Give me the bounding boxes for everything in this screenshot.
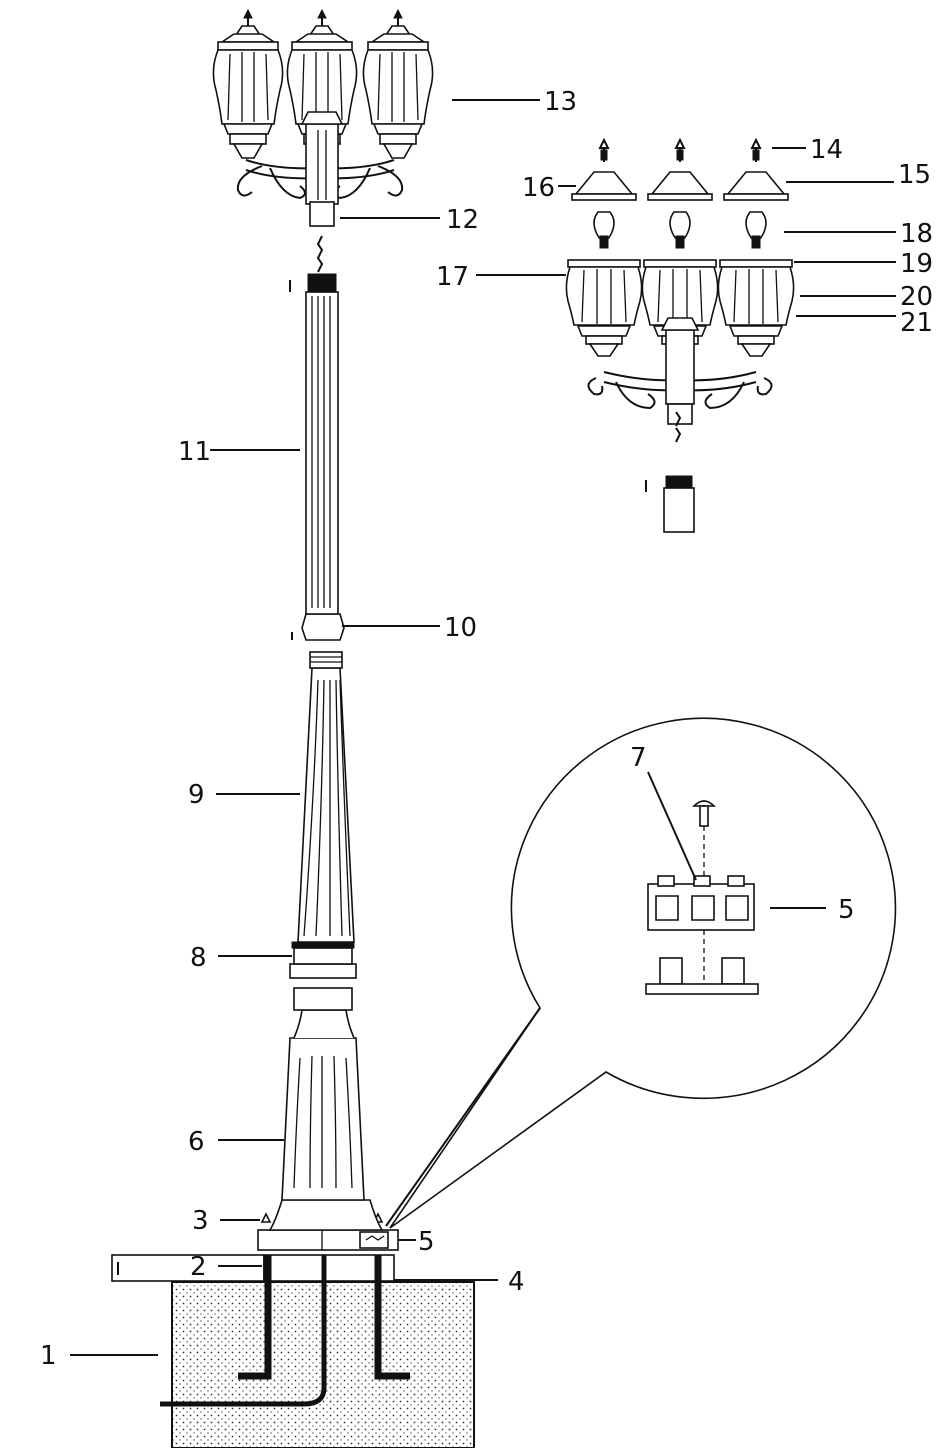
- callout-9: 9: [188, 780, 205, 810]
- callout-11: 11: [178, 437, 211, 467]
- callout-10: 10: [444, 613, 477, 643]
- ground-slab: [111, 1254, 498, 1282]
- callout-1: 1: [40, 1341, 57, 1371]
- callout-5-detail: 5: [838, 895, 855, 925]
- tapered-pole: [297, 651, 355, 943]
- callout-21: 21: [900, 308, 933, 338]
- leader-lines: [70, 99, 896, 1356]
- lamp-center-column: [300, 111, 344, 227]
- anchor-bolts: [160, 1255, 410, 1407]
- callout-4: 4: [508, 1267, 525, 1297]
- callout-3: 3: [192, 1206, 209, 1236]
- callout-18: 18: [900, 219, 933, 249]
- callout-numbers: 1 2 3 4 5 5 6 7 8 9 10 11 12 13 14 15 16…: [40, 87, 933, 1371]
- callout-15: 15: [898, 160, 931, 190]
- finials: [598, 137, 762, 162]
- callout-12: 12: [446, 205, 479, 235]
- callout-16: 16: [522, 173, 555, 203]
- lantern-caps: [571, 171, 789, 201]
- upper-fluted-pole: [289, 235, 339, 615]
- callout-5: 5: [418, 1227, 435, 1257]
- exploded-lamp-head: [565, 137, 795, 533]
- callout-20: 20: [900, 282, 933, 312]
- detail-callout-bubble: [385, 717, 897, 1229]
- pole-base-casting: [268, 941, 384, 1231]
- exploded-center-column: [645, 317, 700, 533]
- detail-junction-box: [645, 800, 759, 995]
- callout-6: 6: [188, 1127, 205, 1157]
- callout-17: 17: [436, 262, 469, 292]
- callout-19: 19: [900, 249, 933, 279]
- callout-7: 7: [630, 743, 647, 773]
- callout-14: 14: [810, 135, 843, 165]
- callout-13: 13: [544, 87, 577, 117]
- callout-2: 2: [190, 1252, 207, 1282]
- callout-8: 8: [190, 943, 207, 973]
- lamp-head-assembly: [212, 9, 434, 227]
- pole-coupling: [291, 613, 345, 641]
- bulbs: [593, 211, 767, 249]
